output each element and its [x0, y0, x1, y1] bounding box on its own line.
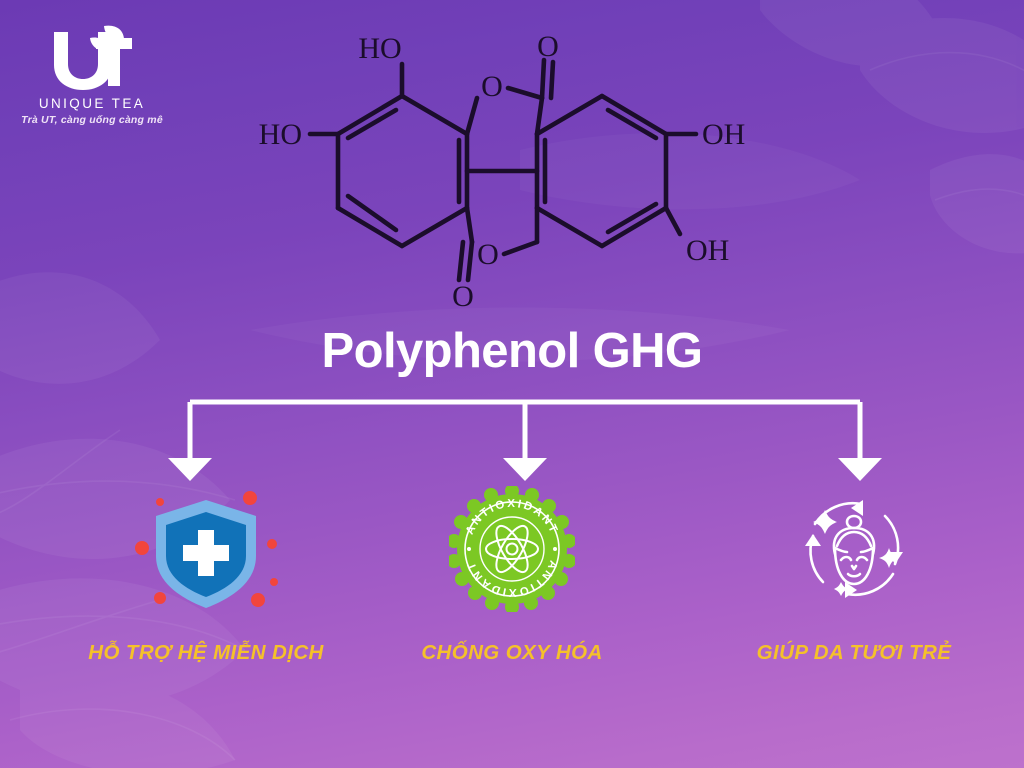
atom-label-o-carbonyl-top: O — [537, 30, 559, 63]
atom-label-o-ring-bottom: O — [477, 238, 499, 271]
atom-label-oh-right-top: OH — [702, 118, 745, 151]
brand-name: UNIQUE TEA — [38, 96, 146, 111]
glowing-skin-face-icon — [704, 486, 1004, 612]
atom-label-o-ring-top: O — [481, 70, 503, 103]
arrowhead-left — [168, 458, 212, 481]
immune-shield-icon — [56, 486, 356, 612]
brand-tagline: Trà UT, càng uống càng mê — [21, 114, 163, 126]
arrowhead-right — [838, 458, 882, 481]
arrowhead-center — [503, 458, 547, 481]
brand-logo: UNIQUE TEA Trà UT, càng uống càng mê — [12, 24, 172, 126]
atom-label-oh-right-bottom: OH — [686, 234, 729, 267]
benefit-label-antioxidant: CHỐNG OXY HÓA — [421, 641, 603, 664]
benefit-youthful-skin: GIÚP DA TƯƠI TRẺ — [704, 486, 1004, 666]
antioxidant-badge-icon: ANTIOXIDANT ANTIOXIDANT — [362, 486, 662, 612]
atom-label-ho-left: HO — [259, 118, 302, 151]
benefit-label-immune: HỖ TRỢ HỆ MIỄN DỊCH — [88, 641, 324, 664]
ellagic-acid-molecule-diagram: HO HO O O O O OH OH — [259, 30, 746, 321]
ut-leaf-monogram-icon — [54, 25, 132, 90]
atom-label-ho-top: HO — [358, 32, 401, 65]
benefit-antioxidant: ANTIOXIDANT ANTIOXIDANT CHỐNG OXY HÓA — [362, 486, 662, 666]
atom-label-o-carbonyl-bottom: O — [452, 280, 474, 313]
page-title: Polyphenol GHG — [321, 324, 704, 378]
benefit-label-skin: GIÚP DA TƯƠI TRẺ — [756, 641, 952, 664]
benefit-immune-support: HỖ TRỢ HỆ MIỄN DỊCH — [56, 486, 356, 666]
branch-connector-arrows — [0, 384, 1024, 494]
